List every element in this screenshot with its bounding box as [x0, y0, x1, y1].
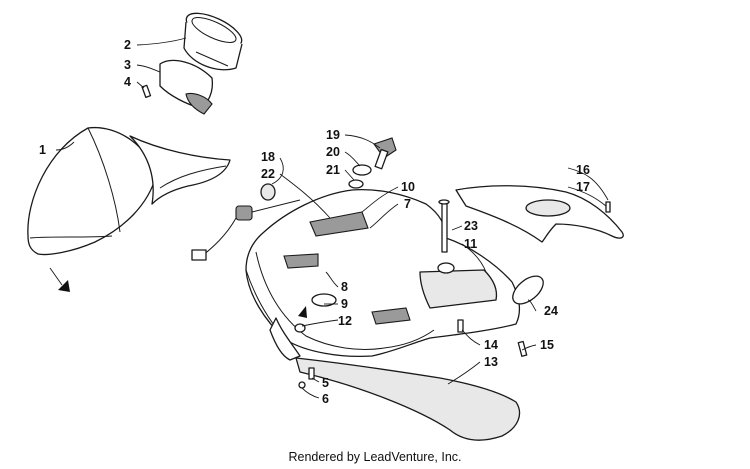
- callout-7: 7: [404, 197, 411, 211]
- part-2-gauge: [183, 12, 243, 71]
- callout-19: 19: [326, 128, 340, 142]
- part-13-floor-mat: [295, 357, 521, 441]
- part-23-screw: [438, 199, 450, 253]
- footer-credit: Rendered by LeadVenture, Inc.: [288, 450, 462, 464]
- callout-1: 1: [39, 143, 46, 157]
- callout-11: 11: [464, 237, 477, 251]
- callout-24: 24: [544, 304, 558, 318]
- part-18-22-connector: [191, 183, 301, 261]
- part-3-gauge-housing: [159, 59, 214, 115]
- callout-labels: 1 2 3 4 5 6 7 8 9 10 11 12 13 14 15 16 1…: [39, 38, 590, 406]
- part-1-windshield: [27, 126, 231, 256]
- callout-6: 6: [322, 392, 329, 406]
- part-24-cap: [512, 275, 544, 305]
- callout-9: 9: [341, 297, 348, 311]
- arrow-marker: [49, 267, 70, 292]
- callout-4: 4: [124, 75, 131, 89]
- callout-15: 15: [540, 338, 554, 352]
- callout-17: 17: [576, 180, 590, 194]
- callout-18: 18: [261, 150, 275, 164]
- callout-3: 3: [124, 58, 131, 72]
- callout-21: 21: [326, 163, 340, 177]
- callout-16: 16: [576, 163, 590, 177]
- part-4-screw: [141, 84, 152, 99]
- callout-23: 23: [464, 219, 478, 233]
- small-fasteners: [298, 319, 528, 389]
- main-console: [245, 188, 521, 361]
- callout-13: 13: [484, 355, 498, 369]
- callout-14: 14: [484, 338, 498, 352]
- callout-5: 5: [322, 376, 329, 390]
- callout-10: 10: [401, 180, 415, 194]
- leader-lines: [55, 37, 609, 399]
- part-19-21-key-switch: [348, 137, 397, 189]
- callout-12: 12: [338, 314, 352, 328]
- callout-20: 20: [326, 145, 340, 159]
- callout-8: 8: [341, 280, 348, 294]
- callout-22: 22: [261, 167, 275, 181]
- part-16-side-cover: [455, 185, 624, 243]
- callout-2: 2: [124, 38, 131, 52]
